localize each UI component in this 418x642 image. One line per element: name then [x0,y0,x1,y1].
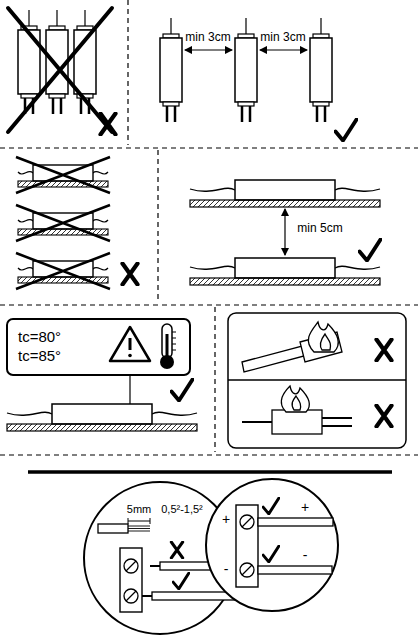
wire-spec-label: 5mm [125,503,153,516]
temperature-text: tc=80° [18,328,179,347]
polarity-label: + [220,511,232,527]
distance-label: min 3cm [258,31,307,45]
wire-spec-label: 0,5²-1,5² [159,503,205,516]
warning-box: tc=80°tc=85° [6,318,191,376]
temperature-text: tc=85° [18,347,179,366]
polarity-label: - [301,547,310,563]
distance-label: min 5cm [295,222,344,236]
polarity-label: + [299,499,311,515]
distance-label: min 3cm [183,31,232,45]
polarity-label: - [222,561,231,577]
